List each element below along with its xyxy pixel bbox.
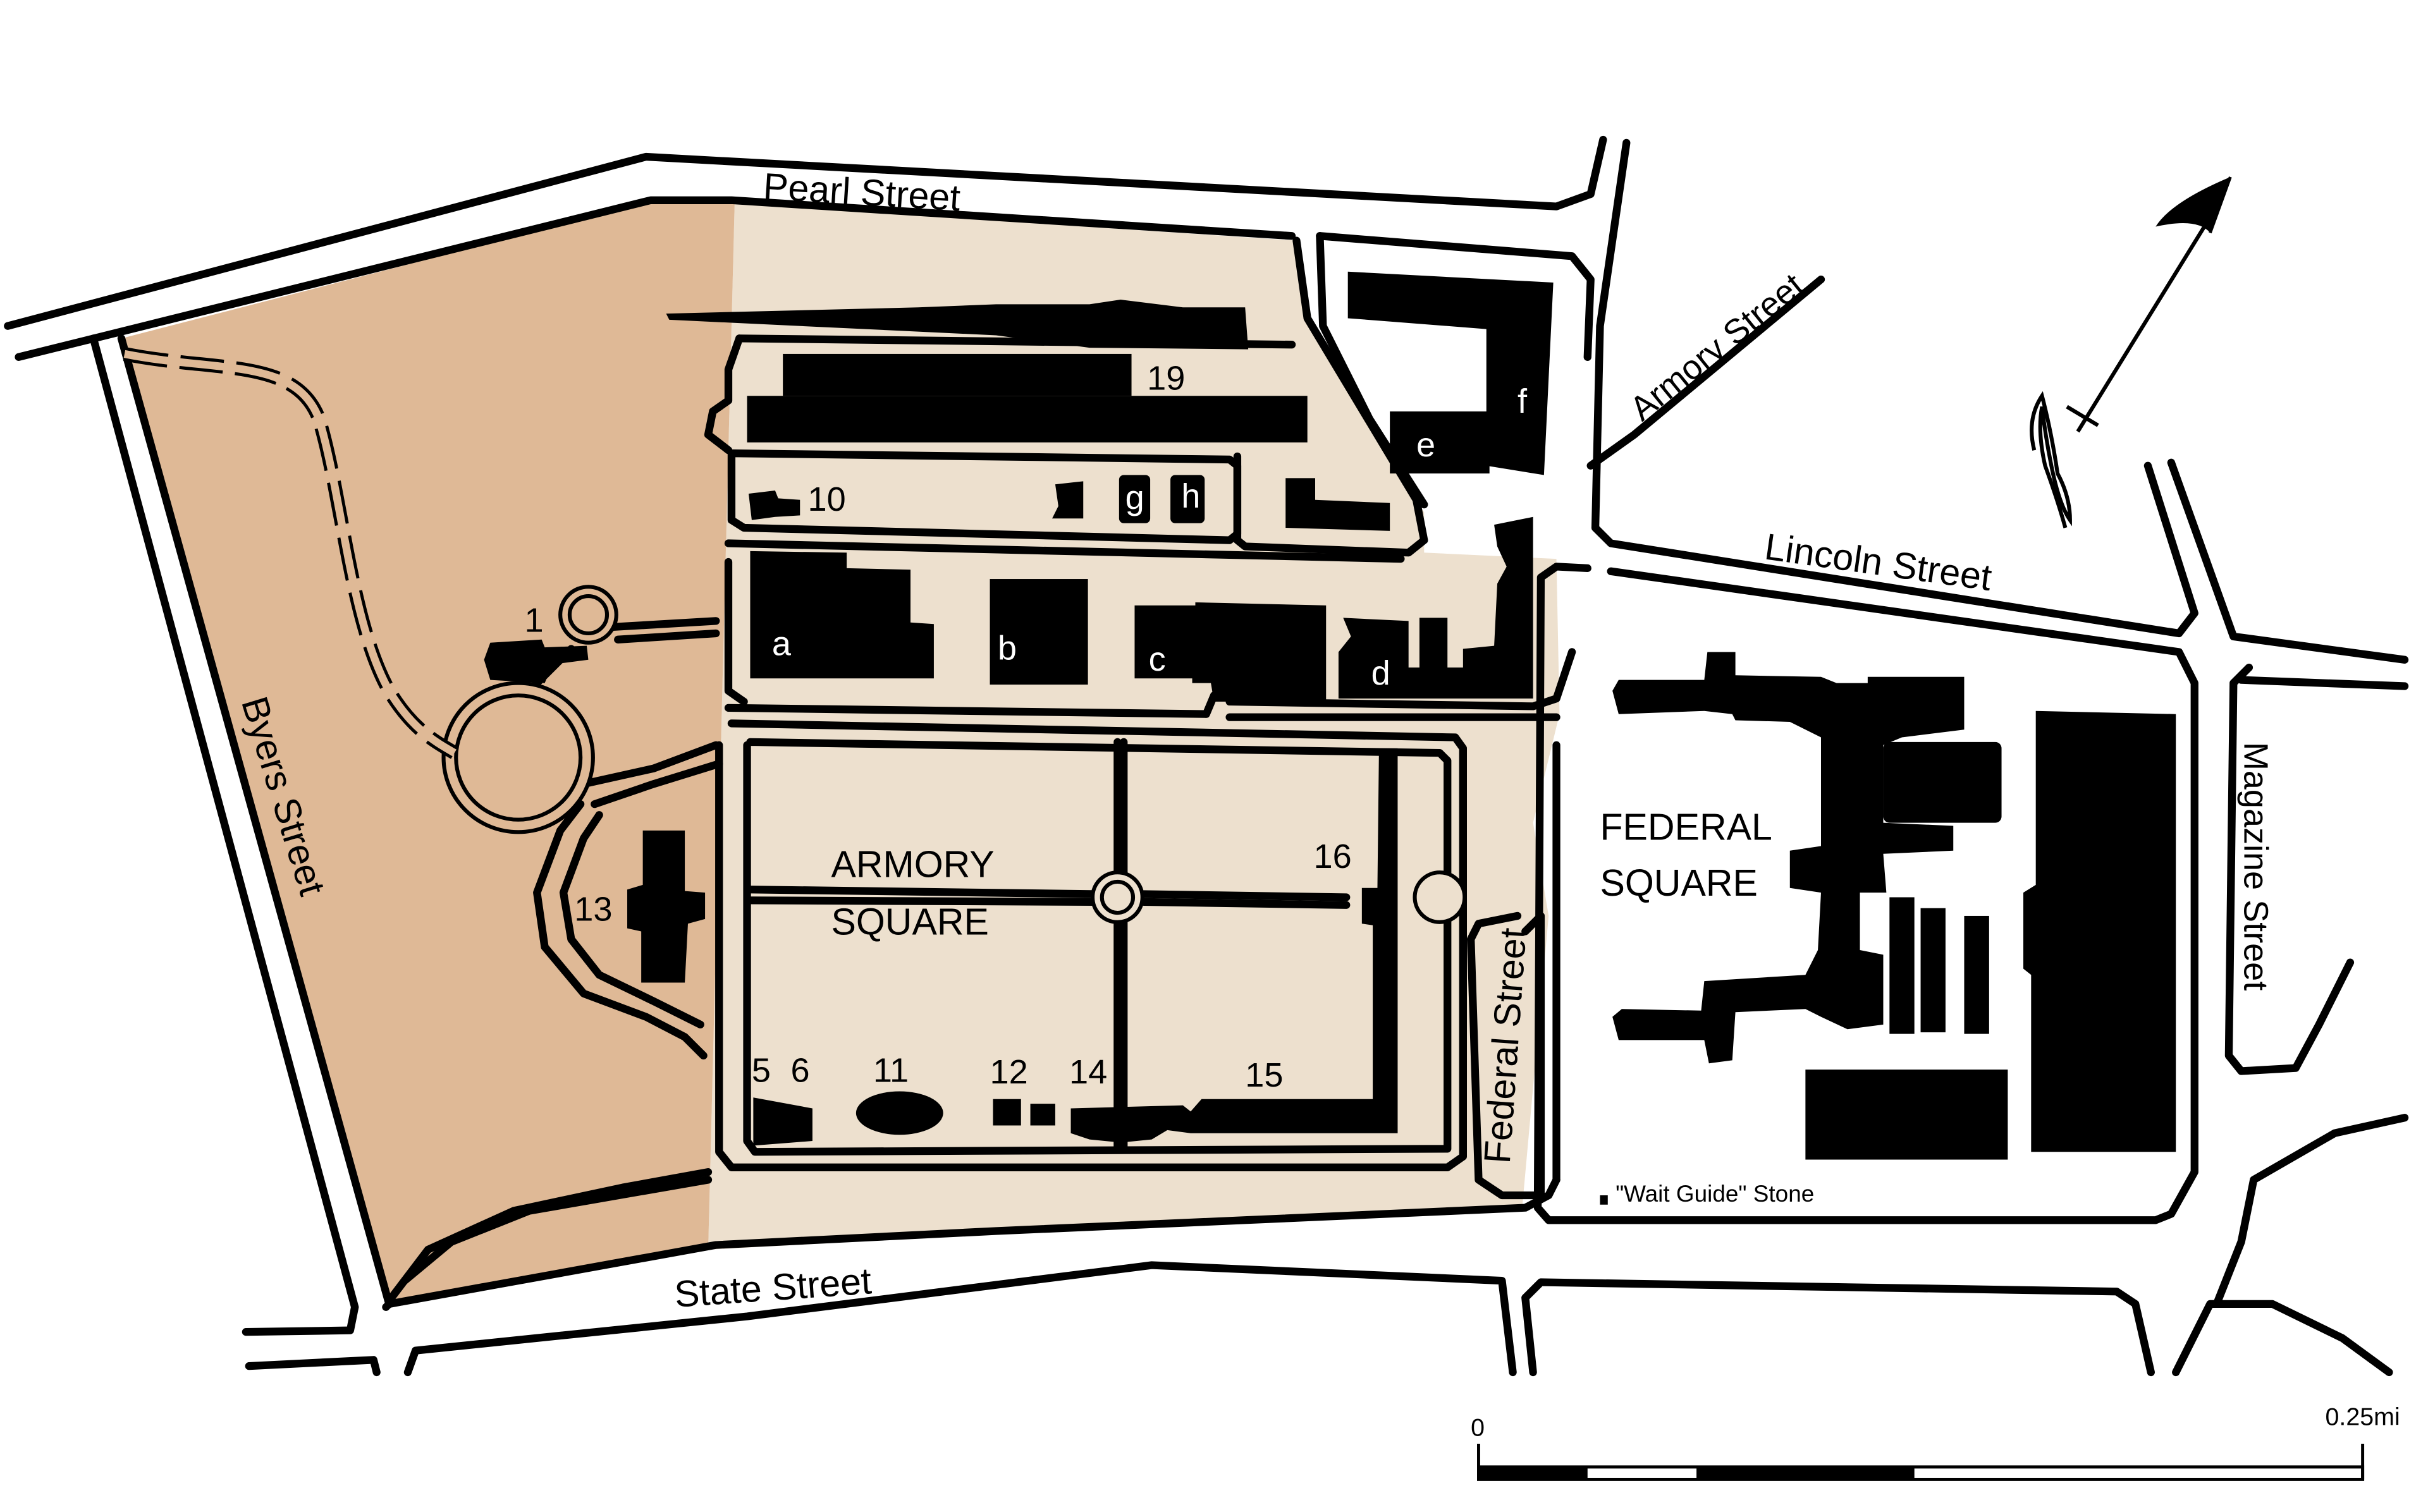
building-federal-south	[1805, 1070, 2008, 1160]
building-a	[750, 551, 934, 679]
building-federal-west-wing	[1612, 652, 1965, 1064]
building-f	[1347, 271, 1554, 475]
building-federal-inner-2	[1889, 897, 1915, 1034]
building-5-6	[753, 1097, 812, 1146]
building-federal-inner-1	[1883, 741, 2002, 823]
scale-bar	[1477, 1443, 2365, 1481]
building-letter-g: g	[1125, 479, 1144, 517]
building-number-6: 6	[790, 1052, 809, 1090]
building-19-south	[747, 396, 1308, 442]
building-small-10b	[1052, 481, 1084, 519]
building-federal-inner-4	[1964, 915, 1989, 1034]
building-federal-east	[2023, 710, 2176, 1152]
building-number-16: 16	[1314, 838, 1352, 875]
building-letter-a: a	[772, 625, 792, 662]
building-letter-b: b	[998, 630, 1017, 668]
building-letter-e: e	[1416, 426, 1435, 464]
building-b	[990, 579, 1088, 685]
north-arrow	[2030, 176, 2232, 528]
buildings	[484, 271, 2176, 1205]
federal-circle	[1413, 870, 1467, 924]
building-federal-inner-3	[1920, 908, 1946, 1033]
landmark-wait-guide-stone: "Wait Guide" Stone	[1616, 1181, 1814, 1207]
dashed-trail-inner	[123, 350, 457, 757]
building-12b	[1030, 1104, 1055, 1126]
building-small-north	[1285, 478, 1390, 531]
building-long-top	[666, 299, 1249, 350]
roundabout-large-inner	[454, 693, 583, 822]
building-c	[1134, 602, 1327, 702]
armory-grounds-light	[708, 203, 1560, 1250]
roundabout-small-inner	[567, 594, 610, 636]
building-number-19: 19	[1147, 359, 1185, 397]
street-label-armory: Armory Street	[1623, 266, 1811, 428]
area-label-armory-1: ARMORY	[831, 844, 994, 886]
building-1	[484, 639, 589, 683]
building-14-15	[1070, 748, 1398, 1143]
area-label-federal-1: FEDERAL	[1600, 807, 1772, 848]
wait-guide-stone-marker	[1600, 1195, 1608, 1205]
building-d	[1338, 516, 1533, 699]
building-number-5: 5	[752, 1052, 771, 1090]
building-e	[1390, 411, 1490, 474]
building-number-14: 14	[1069, 1053, 1107, 1091]
park-area-dark	[121, 202, 735, 1304]
building-letter-d: d	[1371, 654, 1390, 692]
building-11	[855, 1091, 943, 1135]
north-arrow-n-glyph	[2030, 391, 2072, 528]
street-lines	[4, 135, 2409, 1377]
building-13	[627, 830, 706, 983]
area-label-federal-2: SQUARE	[1600, 862, 1757, 904]
scale-label-end: 0.25mi	[2326, 1403, 2400, 1431]
building-number-12: 12	[990, 1053, 1028, 1091]
building-number-11: 11	[873, 1052, 909, 1090]
building-letter-h: h	[1181, 477, 1200, 515]
building-number-1: 1	[525, 602, 544, 640]
fountain-circle-inner	[1100, 879, 1136, 915]
building-h	[1170, 475, 1205, 523]
street-label-magazine: Magazine Street	[2237, 742, 2275, 991]
building-12a	[993, 1099, 1021, 1126]
building-letter-f: f	[1518, 382, 1528, 420]
building-19-north	[783, 353, 1132, 396]
building-letter-c: c	[1149, 640, 1166, 678]
building-number-15: 15	[1245, 1056, 1283, 1094]
area-label-armory-2: SQUARE	[831, 901, 988, 942]
scale-label-start: 0	[1471, 1414, 1485, 1442]
building-g	[1119, 475, 1151, 523]
building-10	[749, 491, 800, 520]
building-number-10: 10	[808, 480, 846, 518]
building-number-13: 13	[574, 890, 612, 928]
